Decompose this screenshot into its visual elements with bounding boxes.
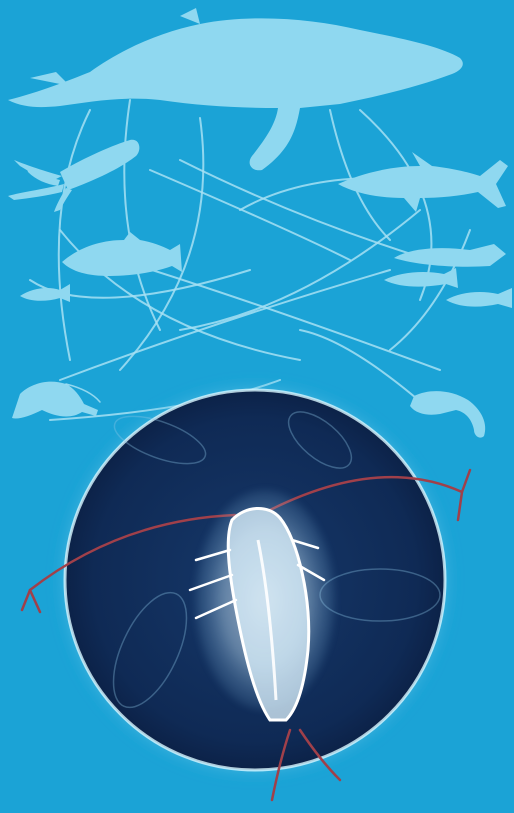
amphipod — [410, 391, 485, 438]
fish-school-right — [384, 244, 512, 308]
shrimp — [12, 382, 100, 419]
small-fish-left — [20, 284, 70, 302]
cod-fish — [62, 232, 182, 276]
